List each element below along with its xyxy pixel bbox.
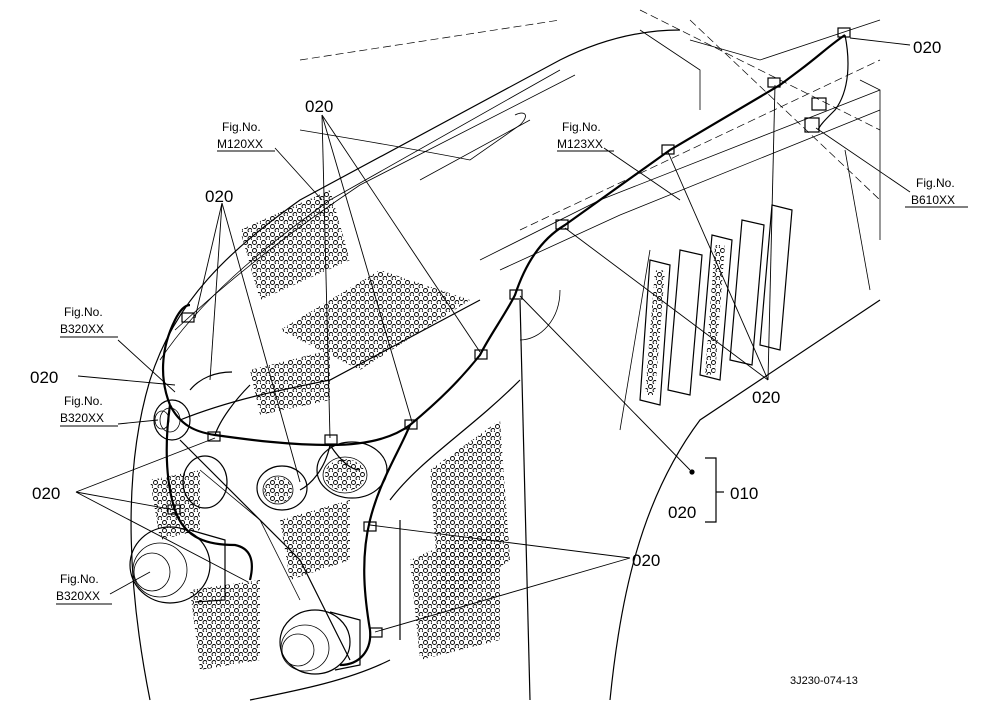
ghost-lines <box>299 9 881 231</box>
lamp-center-right <box>316 441 388 499</box>
fig-ref-b320-c-line2: B320XX <box>56 589 100 603</box>
fig-ref-b320-a-line2: B320XX <box>60 322 104 336</box>
mesh-panels <box>150 190 725 670</box>
fig-ref-b610-line2: B610XX <box>911 193 955 207</box>
fig-ref-b610-line1: Fig.No. <box>916 176 955 190</box>
fig-ref-b320-a-line1: Fig.No. <box>64 305 103 319</box>
lamp-center-left <box>256 465 308 511</box>
grille-slats <box>639 204 793 406</box>
fig-ref-b320-b-line1: Fig.No. <box>64 394 103 408</box>
callout-020-left-mid: 020 <box>30 368 58 387</box>
drawing-code: 3J230-074-13 <box>790 675 858 687</box>
callout-020-right-mid: 020 <box>752 388 780 407</box>
callout-020-top-mid: 020 <box>305 97 333 116</box>
callout-020-top-left: 020 <box>205 187 233 206</box>
fig-ref-b320-b-line2: B320XX <box>60 411 104 425</box>
lamp-upper-left <box>153 399 191 441</box>
wiring-harness <box>162 34 849 667</box>
fig-ref-m120-line2: M120XX <box>217 137 263 151</box>
callout-020-top-right: 020 <box>913 38 941 57</box>
cable-clips <box>167 27 851 638</box>
callout-020-left-low: 020 <box>32 484 60 503</box>
callout-020-bottom-right: 020 <box>632 551 660 570</box>
callout-bracket <box>705 457 724 523</box>
callout-020-bracket: 020 <box>668 503 696 522</box>
lamp-lower-right <box>279 609 361 675</box>
fig-ref-m123-line2: M123XX <box>557 137 603 151</box>
callout-010-bracket: 010 <box>730 484 758 503</box>
fig-ref-b320-c-line1: Fig.No. <box>60 572 99 586</box>
fig-ref-m123-line1: Fig.No. <box>562 120 601 134</box>
round-cover <box>182 455 228 509</box>
fig-ref-m120-line1: Fig.No. <box>222 120 261 134</box>
leader-lines <box>75 37 911 633</box>
callout-labels: 020 020 020 020 020 020 020 020 010 Fig.… <box>30 38 968 687</box>
